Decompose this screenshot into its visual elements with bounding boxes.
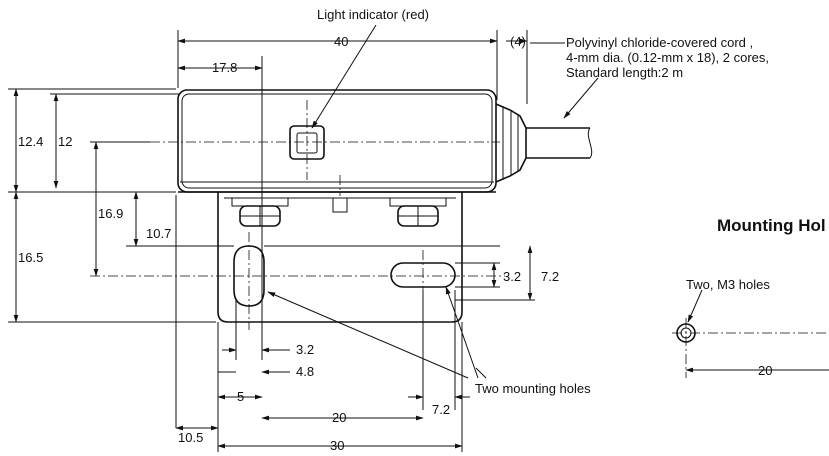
dim-7-2-slot: 7.2 <box>541 269 559 284</box>
screw-left <box>231 197 289 227</box>
label-cord-line2: 4-mm dia. (0.12-mm x 18), 2 cores, <box>566 50 769 65</box>
mounting-hole-detail <box>672 318 829 378</box>
leader-lines <box>267 24 703 379</box>
dim-7-2-bottom: 7.2 <box>432 402 450 417</box>
dim-17-8: 17.8 <box>212 60 237 75</box>
label-light-indicator: Light indicator (red) <box>317 7 429 22</box>
dim-5: 5 <box>237 389 244 404</box>
label-mounting-holes: Two mounting holes <box>475 381 591 396</box>
section-title: Mounting Hol <box>717 216 826 235</box>
dim-3-2-hole: 3.2 <box>296 342 314 357</box>
dim-12-4: 12.4 <box>18 134 43 149</box>
cord-strain-relief <box>495 103 527 183</box>
dim-12: 12 <box>58 134 72 149</box>
dim-4-8: 4.8 <box>296 364 314 379</box>
mounting-slot-vertical <box>233 245 265 307</box>
dim-20: 20 <box>332 410 346 425</box>
dim-40: 40 <box>334 34 348 49</box>
dim-10-7: 10.7 <box>146 226 171 241</box>
label-m3-holes: Two, M3 holes <box>686 277 770 292</box>
dim-30: 30 <box>330 438 344 453</box>
bracket-tab <box>332 197 348 213</box>
label-cord-line1: Polyvinyl chloride-covered cord , <box>566 35 753 50</box>
cord <box>526 127 593 159</box>
extension-lines <box>8 30 535 452</box>
sensor-body <box>177 89 497 193</box>
dim-10-5: 10.5 <box>178 430 203 445</box>
dimension-lines <box>13 38 533 449</box>
dim-16-5: 16.5 <box>18 250 43 265</box>
dim-20-mount: 20 <box>758 363 772 378</box>
dim-4: (4) <box>510 34 526 49</box>
dim-3-2-slot: 3.2 <box>503 269 521 284</box>
screw-right <box>389 197 447 227</box>
label-cord-line3: Standard length:2 m <box>566 65 683 80</box>
dim-16-9: 16.9 <box>98 206 123 221</box>
